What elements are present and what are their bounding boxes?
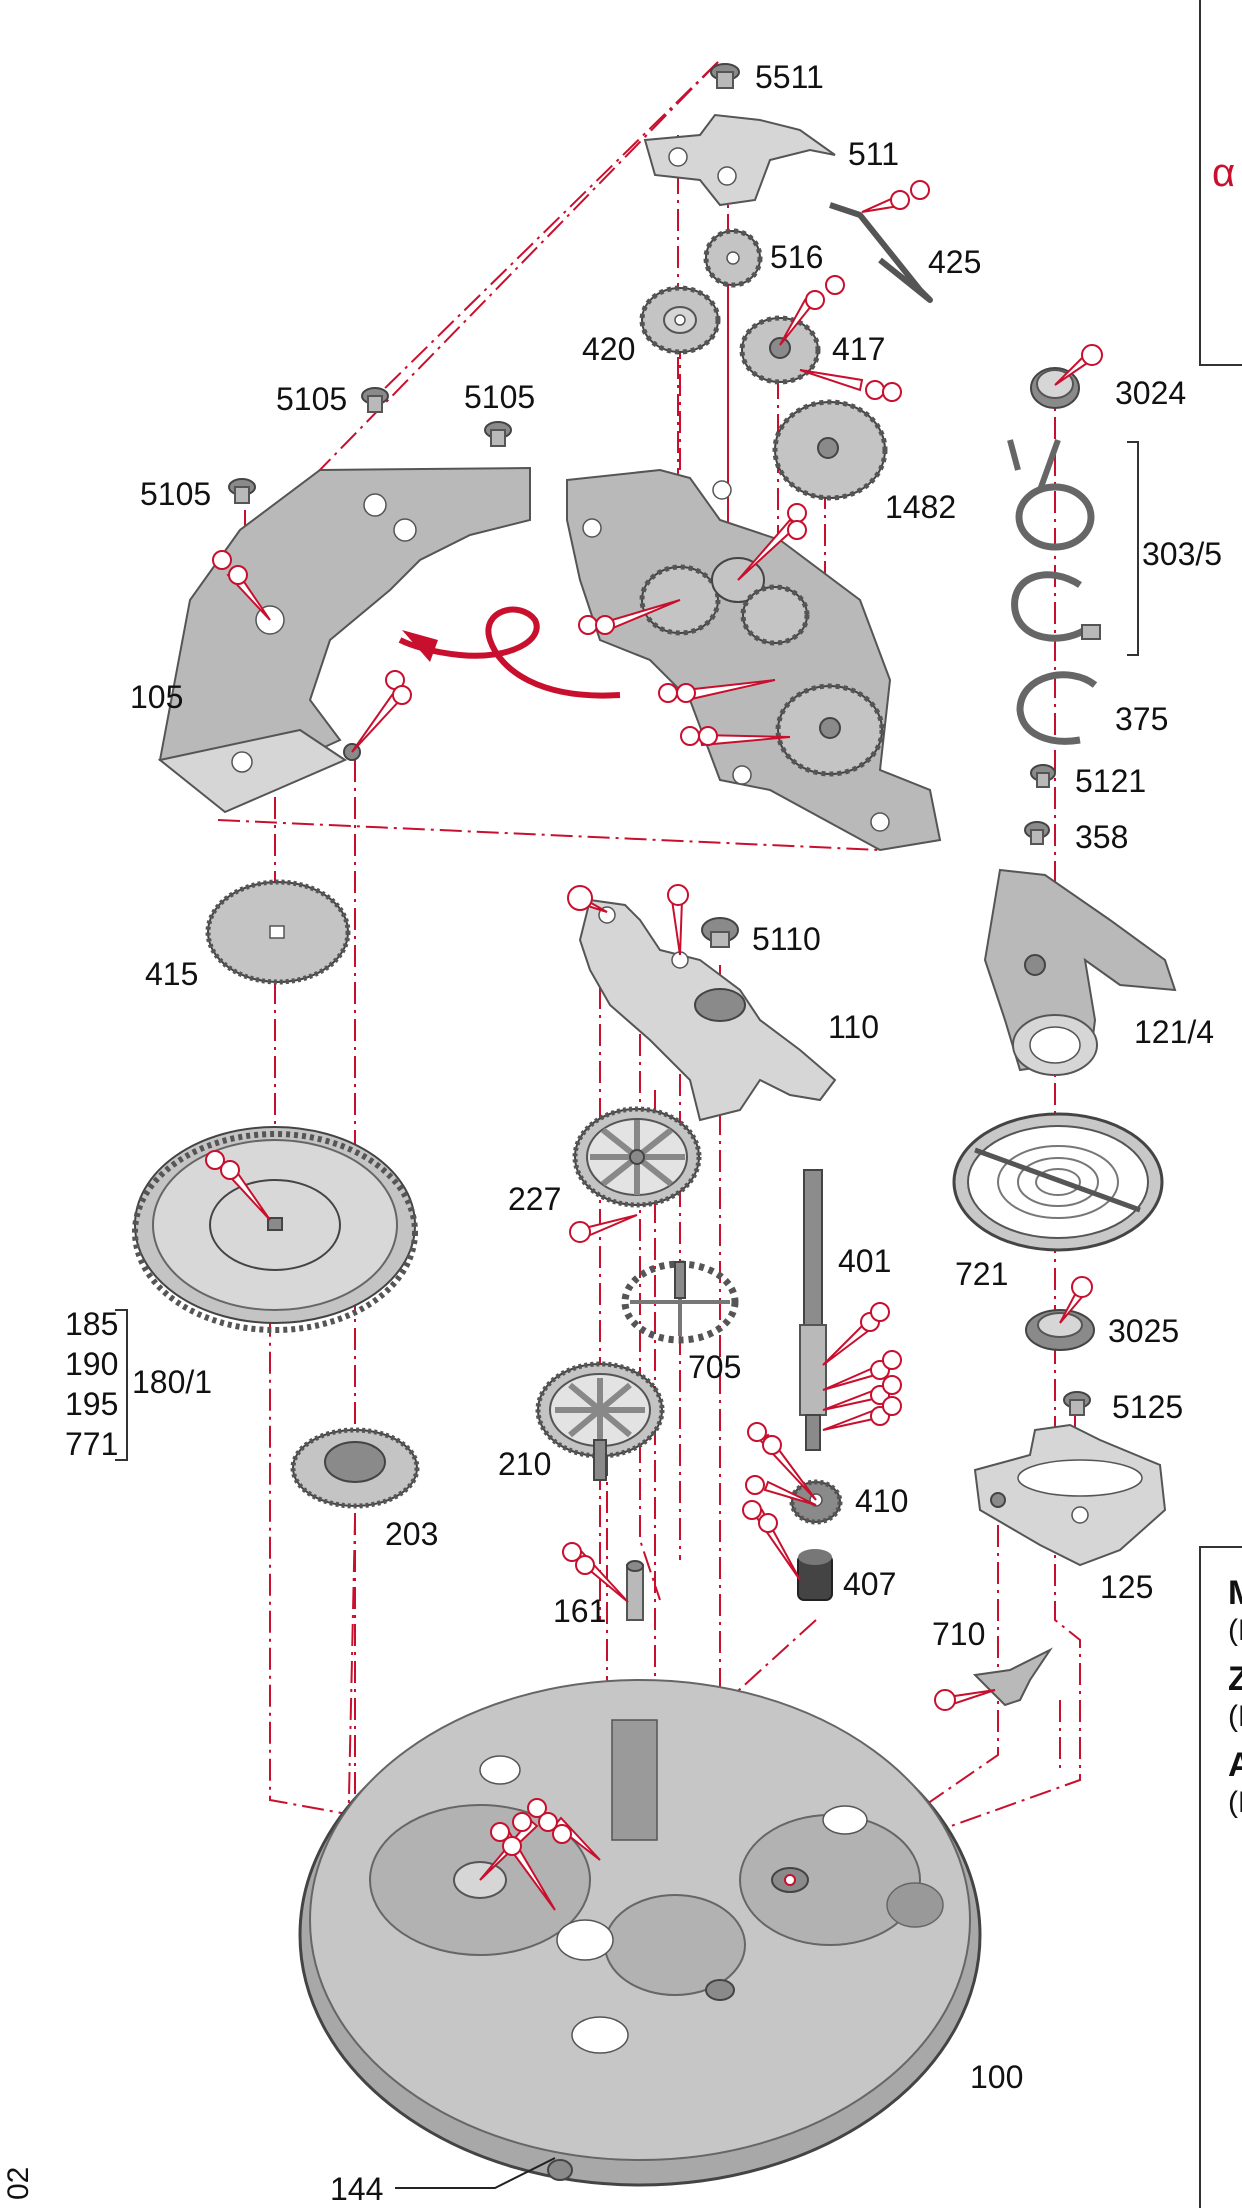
gear-1482 (772, 399, 888, 501)
spring-wire-425 (829, 202, 933, 303)
wheel-227 (572, 1106, 702, 1208)
legend-bottom-box: M (L Z (E A (F (1199, 1546, 1242, 2208)
legend-row2: Z (1228, 1660, 1242, 1698)
label-710: 710 (932, 1616, 985, 1652)
label-100: 100 (970, 2059, 1023, 2095)
label-5105-a: 5105 (276, 381, 347, 417)
label-5125: 5125 (1112, 1389, 1183, 1425)
label-195: 195 (65, 1386, 118, 1422)
screw-5105-c (228, 478, 256, 504)
jewel-setting-3025 (1025, 1309, 1095, 1351)
label-210: 210 (498, 1446, 551, 1482)
label-110: 110 (828, 1009, 879, 1045)
label-516: 516 (770, 239, 823, 275)
rotor-bridge-105-right (566, 468, 942, 852)
rotation-arrow (398, 606, 621, 699)
legend-top-symbol: α (1212, 151, 1235, 195)
screw-5105-a (361, 387, 389, 413)
label-415: 415 (145, 956, 198, 992)
oil-points (205, 180, 1103, 1911)
label-420: 420 (582, 331, 635, 367)
label-227: 227 (508, 1181, 561, 1217)
label-401: 401 (838, 1243, 891, 1279)
label-203: 203 (385, 1516, 438, 1552)
legend-row3-sub: (F (1228, 1786, 1242, 1819)
gear-417 (739, 315, 821, 385)
part-labels: 5511 511 516 425 420 417 5105 5105 5105 … (65, 59, 1222, 2207)
label-144: 144 (330, 2171, 383, 2207)
bridge-511 (643, 113, 836, 207)
label-511: 511 (848, 136, 899, 172)
pinion-410 (789, 1479, 843, 1525)
label-5110: 5110 (752, 921, 821, 957)
label-180-1: 180/1 (132, 1364, 212, 1400)
bracket-180-1 (115, 1309, 128, 1461)
rotor-bridge-105-left (158, 466, 531, 792)
screw-358 (1024, 821, 1050, 845)
gear-516 (703, 228, 763, 288)
pin-161 (626, 1560, 644, 1621)
label-105: 105 (130, 679, 183, 715)
legend-row1: M (1228, 1574, 1242, 1612)
label-410: 410 (855, 1483, 908, 1519)
label-407: 407 (843, 1566, 896, 1602)
winding-stem-401 (799, 1169, 827, 1451)
escape-wheel-705 (621, 1260, 739, 1344)
label-125: 125 (1100, 1569, 1153, 1605)
label-721: 721 (955, 1256, 1008, 1292)
main-plate-100 (298, 1679, 982, 2187)
label-425: 425 (928, 244, 981, 280)
page-number: 02 (2, 2167, 35, 2200)
label-3024: 3024 (1115, 375, 1186, 411)
shock-spring-375 (1016, 671, 1098, 745)
label-185: 185 (65, 1306, 118, 1342)
shock-springs-303-5 (1007, 438, 1139, 656)
click-710 (972, 1647, 1053, 1707)
screw-5110 (701, 917, 739, 948)
sliding-pinion-407 (797, 1549, 833, 1601)
barrel-180-1 (132, 1126, 418, 1333)
screw-5121 (1030, 764, 1056, 788)
label-375: 375 (1115, 701, 1168, 737)
label-5121: 5121 (1075, 763, 1146, 799)
screw-5511 (710, 63, 740, 89)
legend-top-box: α (1199, 0, 1242, 366)
label-417: 417 (832, 331, 885, 367)
balance-wheel-721 (952, 1112, 1164, 1252)
label-303-5: 303/5 (1142, 536, 1222, 572)
screw-5125 (1063, 1391, 1091, 1416)
gear-420 (639, 285, 721, 355)
label-358: 358 (1075, 819, 1128, 855)
label-190: 190 (65, 1346, 118, 1382)
legend-row2-sub: (E (1228, 1700, 1242, 1733)
label-771: 771 (65, 1426, 118, 1462)
label-5511: 5511 (755, 59, 824, 95)
label-5105-b: 5105 (464, 379, 535, 415)
wheel-415 (205, 879, 351, 985)
label-121-4: 121/4 (1134, 1014, 1214, 1050)
label-1482: 1482 (885, 489, 956, 525)
label-705: 705 (688, 1349, 741, 1385)
label-3025: 3025 (1108, 1313, 1179, 1349)
legend-row3: A (1228, 1746, 1242, 1784)
label-5105-c: 5105 (140, 476, 211, 512)
legend-row1-sub: (L (1228, 1614, 1242, 1647)
wheel-203 (290, 1427, 420, 1509)
screw-5105-b (484, 421, 512, 447)
leader-144 (395, 2157, 556, 2189)
wheel-210 (535, 1361, 665, 1481)
label-161: 161 (553, 1593, 606, 1629)
